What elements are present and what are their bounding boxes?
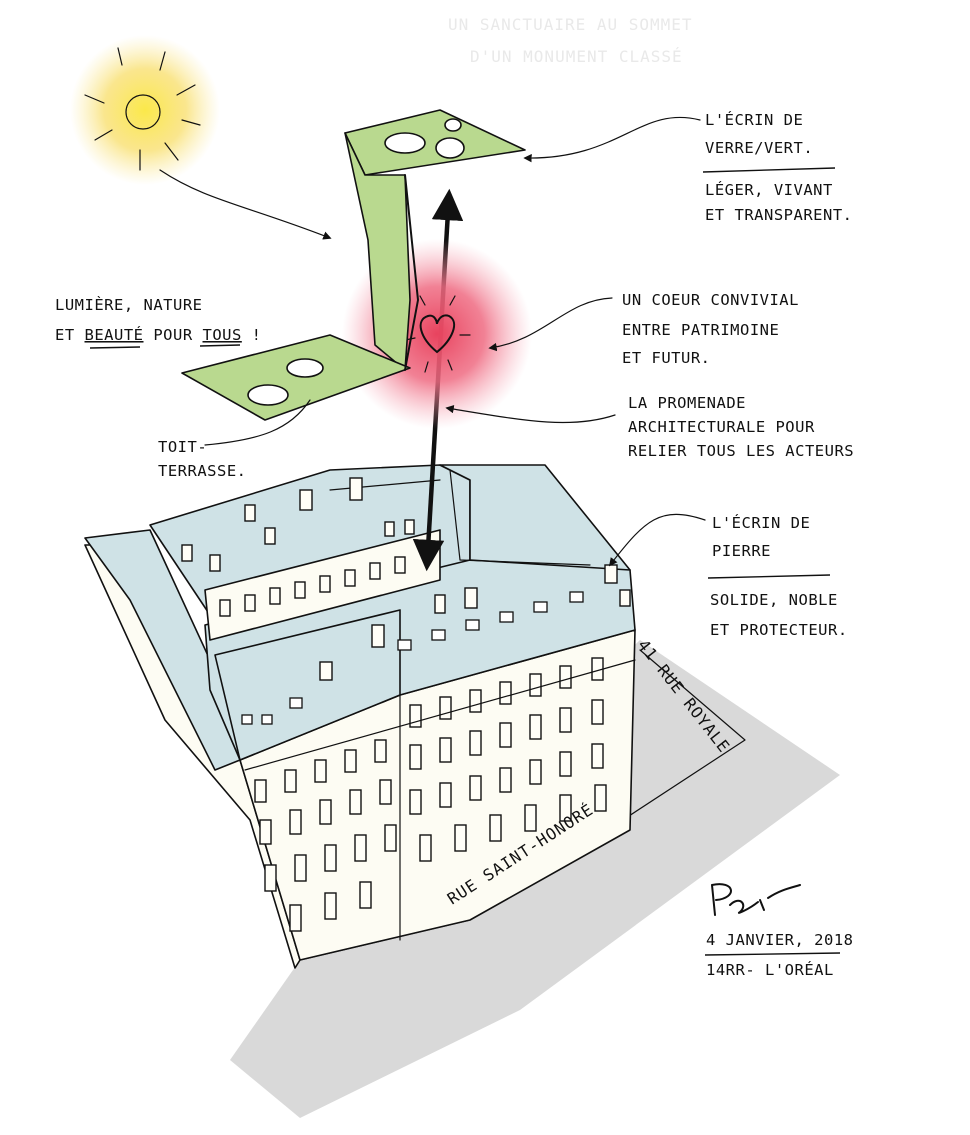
promenade-line-3: RELIER TOUS LES ACTEURS xyxy=(628,442,854,460)
annotation-promenade: LA PROMENADE ARCHITECTURALE POUR RELIER … xyxy=(628,394,854,460)
leader-toit-terrasse xyxy=(204,399,311,446)
ecrin-verre-line-4: ET TRANSPARENT. xyxy=(705,206,852,224)
annotation-coeur: UN COEUR CONVIVIAL ENTRE PATRIMOINE ET F… xyxy=(622,291,799,367)
lumiere-tous: TOUS xyxy=(203,326,242,344)
faded-header-line-2: D'UN MONUMENT CLASSÉ xyxy=(470,47,683,66)
ecrin-pierre-line-2: PIERRE xyxy=(712,542,771,560)
lumiere-line-2: ET BEAUTÉ POUR TOUS ! xyxy=(55,325,262,344)
signature xyxy=(711,883,801,916)
leader-ecrin-pierre xyxy=(608,513,706,567)
facade-windows xyxy=(254,657,607,932)
leader-promenade xyxy=(445,404,616,424)
lumiere-excl: ! xyxy=(242,326,262,344)
ecrin-pierre-line-1: L'ÉCRIN DE xyxy=(712,513,810,532)
toit-line-2: TERRASSE. xyxy=(158,462,247,480)
sketch-credit: 14RR- L'ORÉAL xyxy=(706,960,834,979)
green-terrace-top xyxy=(344,109,526,176)
chimneys xyxy=(181,477,631,681)
facade-cornice-line xyxy=(244,659,636,771)
coeur-line-1: UN COEUR CONVIVIAL xyxy=(622,291,799,309)
planter-bottom-1 xyxy=(286,358,324,378)
lumiere-et: ET xyxy=(55,326,85,344)
coeur-line-2: ENTRE PATRIMOINE xyxy=(622,321,779,339)
ecrin-pierre-line-4: ET PROTECTEUR. xyxy=(710,621,848,639)
courtyard-windows xyxy=(219,519,415,617)
ecrin-pierre-line-3: SOLIDE, NOBLE xyxy=(710,591,838,609)
sun-icon xyxy=(70,35,220,185)
ecrin-verre-divider xyxy=(702,167,836,173)
sunlight-arrow xyxy=(159,169,332,240)
annotation-lumiere: LUMIÈRE, NATURE ET BEAUTÉ POUR TOUS ! xyxy=(55,295,262,349)
glass-green-crown xyxy=(181,109,526,421)
coeur-line-3: ET FUTUR. xyxy=(622,349,711,367)
lumiere-line-1: LUMIÈRE, NATURE xyxy=(55,295,202,314)
annotation-ecrin-verre: L'ÉCRIN DE VERRE/VERT. LÉGER, VIVANT ET … xyxy=(702,110,852,224)
lumiere-pour: POUR xyxy=(144,326,203,344)
haussmann-building xyxy=(84,464,636,969)
promenade-line-1: LA PROMENADE xyxy=(628,394,746,412)
date-underline xyxy=(704,952,841,956)
leader-coeur xyxy=(488,297,613,352)
planter-top-1 xyxy=(384,132,426,154)
faded-header: UN SANCTUAIRE AU SOMMET D'UN MONUMENT CL… xyxy=(448,15,693,66)
toit-line-1: TOIT- xyxy=(158,438,207,456)
sketch-date: 4 JANVIER, 2018 xyxy=(706,931,853,949)
planter-top-2 xyxy=(435,137,465,159)
green-vertical-wall xyxy=(344,132,411,371)
lumiere-beaute: BEAUTÉ xyxy=(85,325,144,344)
promenade-line-2: ARCHITECTURALE POUR xyxy=(628,418,815,436)
crown-edge xyxy=(404,174,419,371)
leader-lines xyxy=(204,116,706,567)
ecrin-verre-line-3: LÉGER, VIVANT xyxy=(705,180,833,199)
annotation-ecrin-pierre: L'ÉCRIN DE PIERRE SOLIDE, NOBLE ET PROTE… xyxy=(707,513,848,639)
dormer-windows xyxy=(241,591,584,725)
planter-bottom-2 xyxy=(247,384,289,406)
ecrin-verre-line-2: VERRE/VERT. xyxy=(705,139,813,157)
tous-underline xyxy=(199,344,241,347)
planter-top-3 xyxy=(444,118,462,132)
leader-ecrin-verre xyxy=(523,116,701,163)
beaute-underline xyxy=(89,346,141,349)
green-terrace-bottom xyxy=(181,334,411,421)
annotation-toit-terrasse: TOIT- TERRASSE. xyxy=(158,438,247,480)
ecrin-verre-line-1: L'ÉCRIN DE xyxy=(705,110,803,129)
faded-header-line-1: UN SANCTUAIRE AU SOMMET xyxy=(448,15,693,34)
ecrin-pierre-divider xyxy=(707,574,831,579)
